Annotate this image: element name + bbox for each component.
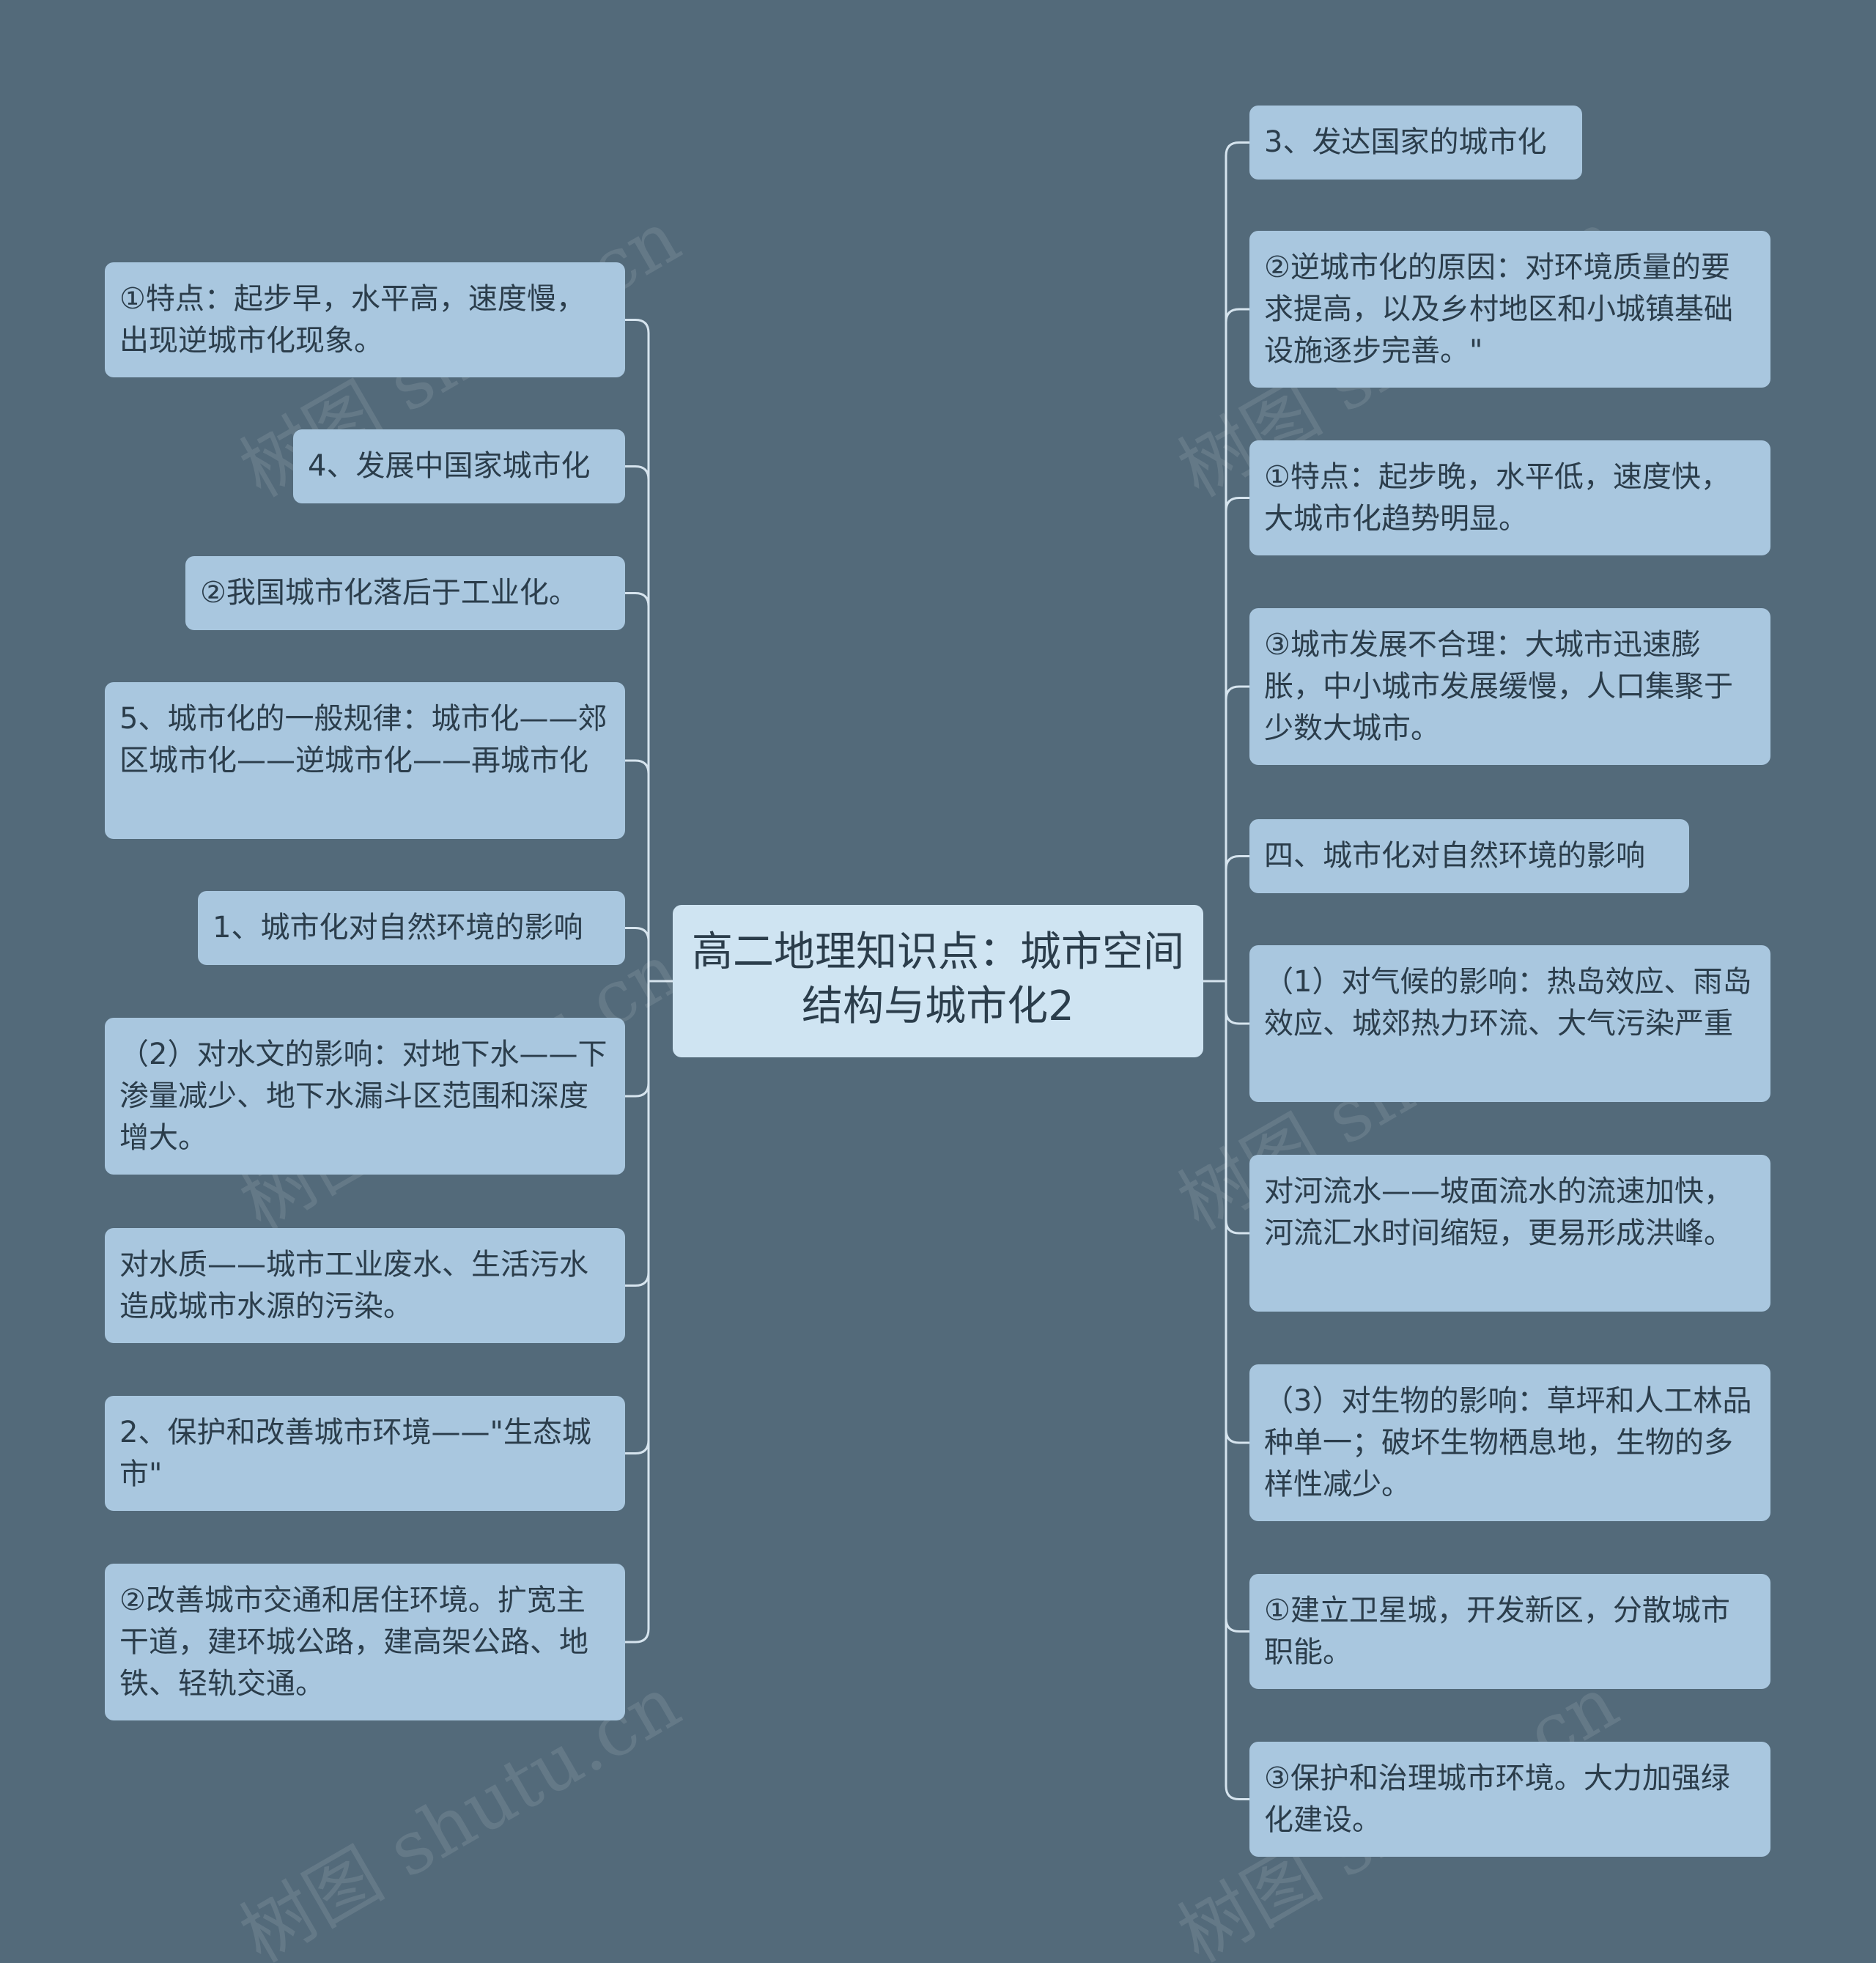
connector-line: [1225, 308, 1249, 981]
connector-line: [625, 927, 650, 981]
right-node[interactable]: 3、发达国家的城市化: [1249, 106, 1582, 180]
right-node[interactable]: ③保护和治理城市环境。大力加强绿化建设。: [1249, 1742, 1770, 1857]
left-node[interactable]: （2）对水文的影响：对地下水——下渗量减少、地下水漏斗区范围和深度增大。: [105, 1018, 625, 1175]
connector-line: [1225, 685, 1249, 981]
left-node[interactable]: ②改善城市交通和居住环境。扩宽主干道，建环城公路，建高架公路、地铁、轻轨交通。: [105, 1564, 625, 1720]
central-topic[interactable]: 高二地理知识点：城市空间结构与城市化2: [673, 905, 1203, 1057]
left-node[interactable]: 1、城市化对自然环境的影响: [198, 891, 625, 965]
right-node[interactable]: （3）对生物的影响：草坪和人工林品种单一；破坏生物栖息地，生物的多样性减少。: [1249, 1364, 1770, 1521]
left-node[interactable]: ②我国城市化落后于工业化。: [185, 556, 625, 630]
connector-line: [625, 319, 650, 981]
connector-line: [625, 465, 650, 981]
left-node[interactable]: ①特点：起步早，水平高，速度慢，出现逆城市化现象。: [105, 262, 625, 377]
connector-line: [1225, 141, 1249, 981]
left-node[interactable]: 2、保护和改善城市环境——"生态城市": [105, 1396, 625, 1511]
connector-line: [1225, 981, 1249, 1800]
right-node[interactable]: 四、城市化对自然环境的影响: [1249, 819, 1689, 893]
left-node[interactable]: 4、发展中国家城市化: [293, 429, 625, 503]
connector-line: [1225, 981, 1249, 1633]
connector-line: [1225, 855, 1249, 981]
right-node[interactable]: 对河流水——坡面流水的流速加快，河流汇水时间缩短，更易形成洪峰。: [1249, 1155, 1770, 1312]
right-node[interactable]: ③城市发展不合理：大城市迅速膨胀，中小城市发展缓慢，人口集聚于少数大城市。: [1249, 608, 1770, 765]
connector-line: [625, 981, 650, 1644]
connector-line: [625, 981, 650, 1454]
connector-line: [1225, 497, 1249, 981]
right-node[interactable]: ②逆城市化的原因：对环境质量的要求提高，以及乡村地区和小城镇基础设施逐步完善。": [1249, 231, 1770, 388]
connector-line: [1225, 981, 1249, 1025]
left-node[interactable]: 5、城市化的一般规律：城市化——郊区城市化——逆城市化——再城市化: [105, 682, 625, 839]
connector-line: [625, 759, 650, 981]
left-node[interactable]: 对水质——城市工业废水、生活污水造成城市水源的污染。: [105, 1228, 625, 1343]
right-node[interactable]: （1）对气候的影响：热岛效应、雨岛效应、城郊热力环流、大气污染严重: [1249, 945, 1770, 1102]
right-node[interactable]: ①特点：起步晚，水平低，速度快，大城市化趋势明显。: [1249, 440, 1770, 555]
connector-line: [625, 592, 650, 981]
right-node[interactable]: ①建立卫星城，开发新区，分散城市职能。: [1249, 1574, 1770, 1689]
